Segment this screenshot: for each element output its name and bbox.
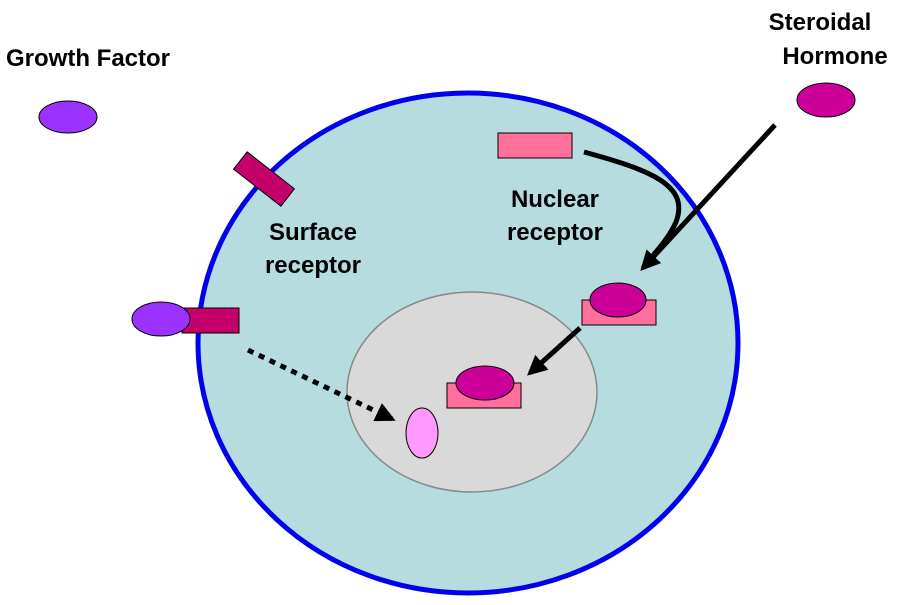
surface-receptor-unbound [232, 151, 296, 207]
surface-receptor-bound [181, 307, 240, 334]
receptor-binding-arrow [583, 149, 682, 270]
surface-receptor-label-line1: Surface [269, 219, 357, 246]
nuclear-receptor-free [497, 132, 573, 159]
target-gene-product [405, 407, 439, 459]
growth-factor-bound [131, 301, 191, 337]
growth-factor-molecule [38, 100, 98, 134]
signal-transduction-arrow [246, 347, 396, 422]
surface-receptor-label-line2: receptor [265, 252, 361, 279]
nuclear-receptor-label-line1: Nuclear [511, 186, 599, 213]
steroidal-hormone-label-line2: Hormone [782, 43, 887, 70]
complex-translocation-arrow [527, 326, 582, 376]
steroidal-hormone-label-line1: Steroidal [769, 9, 872, 36]
steroidal-hormone-molecule [796, 82, 856, 118]
nuclear-receptor-label-line2: receptor [507, 219, 603, 246]
growth-factor-label: Growth Factor [6, 45, 170, 72]
nuclear-complex-hormone [455, 365, 515, 401]
hormone-bound-cytoplasm [589, 282, 647, 318]
